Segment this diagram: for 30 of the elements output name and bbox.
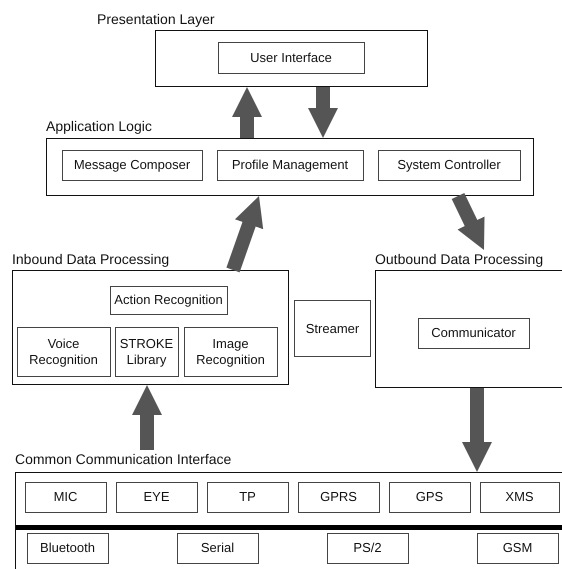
component-box: Communicator [418,318,530,348]
component-box: XMS [480,482,560,512]
component-box: GPRS [298,482,380,512]
block-arrow [232,87,262,138]
component-box: Voice Recognition [16,326,110,376]
component-box: Message Composer [62,150,202,180]
group-heading: Application Logic [46,117,152,135]
component-box: Action Recognition [110,286,228,314]
block-arrow [226,194,266,272]
component-box: MIC [24,482,106,512]
component-box: Bluetooth [26,532,108,564]
block-arrow [462,388,492,472]
group-heading: Outbound Data Processing [375,250,544,268]
component-box: Serial [176,532,258,564]
block-arrow [132,385,162,450]
component-box: TP [206,482,288,512]
group-heading: Presentation Layer [97,10,215,28]
component-box: PS/2 [326,532,408,564]
component-box: EYE [116,482,198,512]
group-heading: Inbound Data Processing [12,250,170,268]
component-box: System Controller [378,150,520,180]
component-box: User Interface [218,42,364,74]
component-box: STROKE Library [114,326,178,376]
group-heading: Common Communication Interface [15,450,232,468]
block-arrow [308,87,338,138]
component-box: Image Recognition [184,326,278,376]
component-box: GPS [388,482,470,512]
component-box: GSM [476,532,558,564]
component-box: Streamer [294,300,371,357]
component-box: Profile Management [216,150,364,180]
